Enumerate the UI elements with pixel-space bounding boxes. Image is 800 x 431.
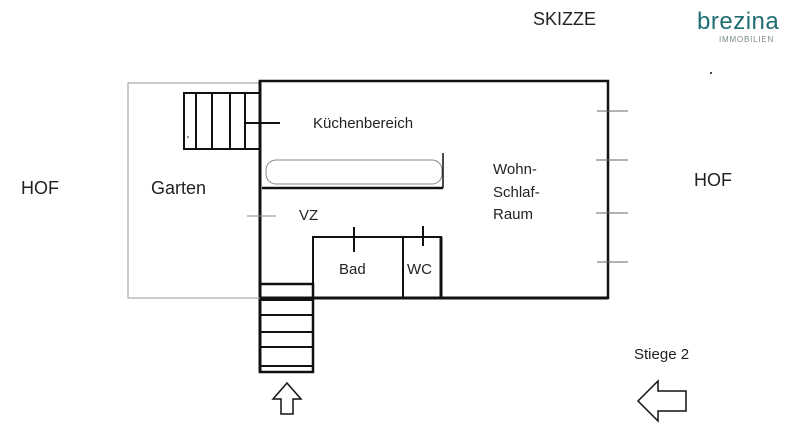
label-stiege2: Stiege 2 [634,346,690,363]
label-garten: Garten [151,178,207,198]
label-raum: Raum [493,206,534,223]
label-bad: Bad [339,261,366,278]
bathroom-block [312,226,443,299]
label-wc: WC [407,261,432,278]
window-ticks [596,110,628,263]
sketch-title: SKIZZE [533,9,597,29]
label-kuechenbereich: Küchenbereich [313,115,414,132]
garden-stairs [183,92,280,150]
brezina-logo: brezina IMMOBILIEN [697,8,780,45]
label-vz: VZ [299,207,319,224]
kitchen-counter [265,159,443,185]
entrance-stairs [258,237,315,374]
logo-subtitle: IMMOBILIEN [719,35,775,44]
arrow-up-outline-icon [271,381,303,415]
arrow-left-outline-icon [636,379,687,423]
logo-name: brezina [697,8,780,35]
label-wohn: Wohn- [493,161,537,178]
label-hof-right: HOF [694,170,732,190]
label-hof-left: HOF [21,178,59,198]
label-schlaf: Schlaf- [493,184,540,201]
